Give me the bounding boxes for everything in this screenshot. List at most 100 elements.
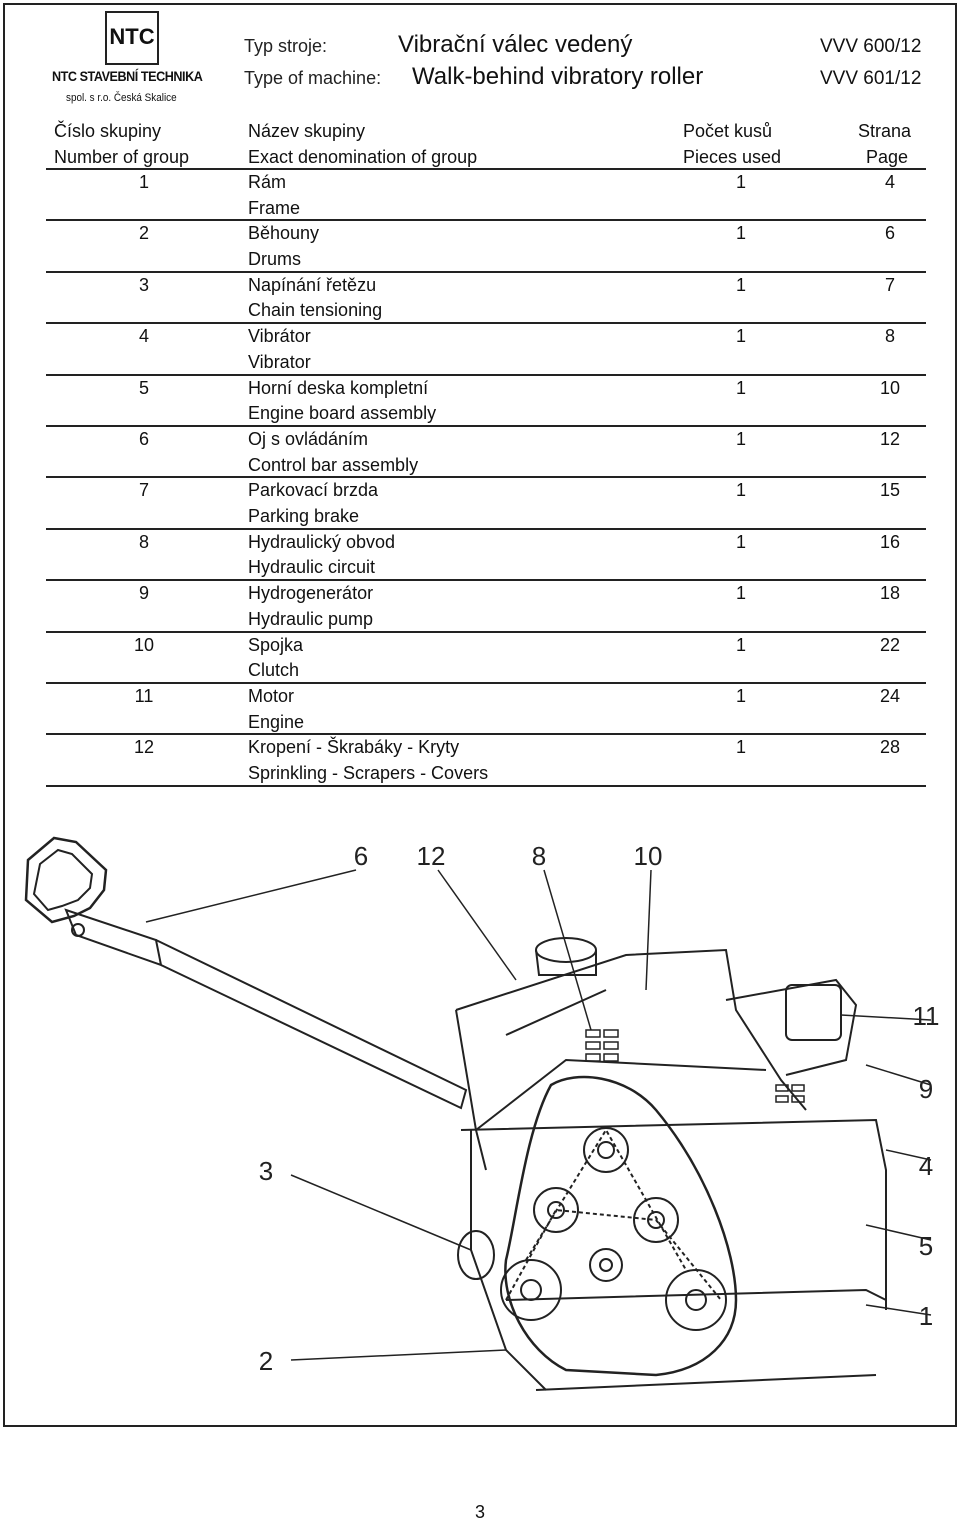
group-name-en: Control bar assembly xyxy=(248,454,419,475)
group-number: 8 xyxy=(138,531,149,552)
group-number: 2 xyxy=(138,223,149,244)
group-name-cz: Oj s ovládáním xyxy=(248,428,369,449)
col-pieces-cz: Počet kusů xyxy=(683,121,773,141)
group-name-cz: Napínání řetězu xyxy=(248,274,377,295)
group-name-cz: Kropení - Škrabáky - Kryty xyxy=(248,737,460,758)
group-number: 7 xyxy=(138,480,149,501)
machine-code-1: VVV 600/12 xyxy=(820,36,922,57)
page-ref: 8 xyxy=(884,326,895,347)
pieces-used: 1 xyxy=(735,326,746,347)
callout-number: 5 xyxy=(919,1231,933,1261)
col-page-en: Page xyxy=(866,147,909,167)
page-ref: 16 xyxy=(879,531,901,552)
pieces-used: 1 xyxy=(735,583,746,604)
logo-mark-text: NTC xyxy=(109,24,154,49)
col-group-cz: Číslo skupiny xyxy=(54,121,162,141)
machine-type-label-cz: Typ stroje: xyxy=(244,36,328,56)
page-frame xyxy=(3,3,957,1427)
page-ref: 7 xyxy=(884,274,895,295)
callout-number: 6 xyxy=(354,841,368,871)
callout-number: 4 xyxy=(919,1151,933,1181)
page-ref: 15 xyxy=(879,480,901,501)
group-number: 6 xyxy=(138,428,149,449)
group-name-en: Engine board assembly xyxy=(248,403,437,424)
group-name-en: Hydraulic circuit xyxy=(248,557,376,578)
callout-number: 3 xyxy=(259,1156,273,1186)
machine-type-value-en: Walk-behind vibratory roller xyxy=(412,63,704,90)
group-name-en: Hydraulic pump xyxy=(248,608,374,629)
group-number: 5 xyxy=(138,377,149,398)
page-number: 3 xyxy=(474,1502,485,1522)
page-ref: 28 xyxy=(879,737,901,758)
page-ref: 4 xyxy=(884,172,895,192)
group-name-cz: Parkovací brzda xyxy=(248,480,379,501)
group-name-en: Drums xyxy=(248,249,301,270)
pieces-used: 1 xyxy=(735,428,746,449)
pieces-used: 1 xyxy=(735,531,746,552)
group-name-cz: Hydrogenerátor xyxy=(248,583,374,604)
table-header: Číslo skupiny Number of group Název skup… xyxy=(46,118,926,170)
pieces-used: 1 xyxy=(735,480,746,501)
callout-number: 9 xyxy=(919,1074,933,1104)
page-ref: 24 xyxy=(879,685,901,706)
pieces-used: 1 xyxy=(735,634,746,655)
page-ref: 18 xyxy=(879,583,901,604)
callout-number: 2 xyxy=(259,1346,273,1376)
col-group-en: Number of group xyxy=(54,147,190,167)
group-name-en: Vibrator xyxy=(248,351,311,372)
col-name-cz: Název skupiny xyxy=(248,121,366,141)
pieces-used: 1 xyxy=(735,377,746,398)
pieces-used: 1 xyxy=(735,274,746,295)
group-name-cz: Spojka xyxy=(248,634,304,655)
group-number: 3 xyxy=(138,274,149,295)
col-page-cz: Strana xyxy=(858,121,912,141)
group-name-cz: Rám xyxy=(248,172,287,192)
callout-number: 8 xyxy=(532,841,546,871)
page-ref: 10 xyxy=(879,377,901,398)
company-logo: NTC NTC STAVEBNÍ TECHNIKA spol. s r.o. Č… xyxy=(52,10,216,110)
group-number: 4 xyxy=(138,326,149,347)
group-name-cz: Běhouny xyxy=(248,223,320,244)
group-name-en: Sprinkling - Scrapers - Covers xyxy=(248,762,489,783)
group-name-en: Engine xyxy=(248,711,305,732)
group-name-en: Parking brake xyxy=(248,506,360,527)
ntc-logo-mark: NTC xyxy=(105,11,159,65)
machine-type-value-cz: Vibrační válec vedený xyxy=(398,31,633,58)
group-number: 1 xyxy=(138,172,149,192)
logo-company-name: NTC STAVEBNÍ TECHNIKA xyxy=(52,68,203,84)
pieces-used: 1 xyxy=(735,685,746,706)
group-name-cz: Motor xyxy=(248,685,295,706)
machine-code-2: VVV 601/12 xyxy=(820,68,922,89)
group-name-en: Frame xyxy=(248,197,301,218)
group-table: Číslo skupiny Number of group Název skup… xyxy=(46,118,926,787)
callout-number: 12 xyxy=(417,841,446,871)
callout-number: 11 xyxy=(913,1001,940,1031)
pieces-used: 1 xyxy=(735,737,746,758)
group-number: 12 xyxy=(133,737,155,758)
group-name-en: Chain tensioning xyxy=(248,300,383,321)
group-name-cz: Hydraulický obvod xyxy=(248,531,396,552)
group-number: 9 xyxy=(138,583,149,604)
group-name-cz: Horní deska kompletní xyxy=(248,377,429,398)
callout-number: 10 xyxy=(634,841,663,871)
group-name-cz: Vibrátor xyxy=(248,326,311,347)
pieces-used: 1 xyxy=(735,172,746,192)
page-ref: 6 xyxy=(884,223,895,244)
group-number: 10 xyxy=(133,634,155,655)
page-ref: 12 xyxy=(879,428,901,449)
group-name-en: Clutch xyxy=(248,660,300,681)
